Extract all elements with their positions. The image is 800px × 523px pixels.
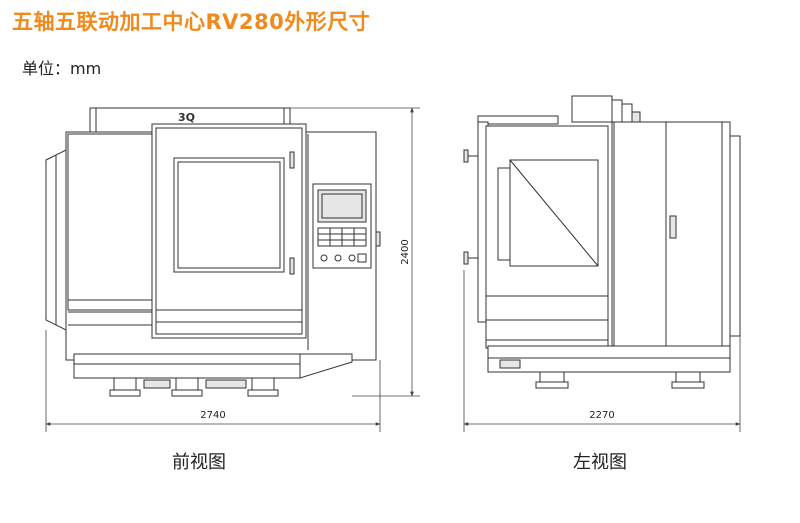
unit-label: 单位：mm	[22, 59, 102, 78]
brand-logo-text: 3Q	[178, 111, 195, 124]
front-height-value: 2400	[400, 239, 411, 264]
front-height-dimension: 2400	[290, 107, 420, 397]
front-view-machine: 3Q	[45, 107, 381, 397]
page-title: 五轴五联动加工中心RV280外形尺寸	[12, 10, 371, 34]
left-view-machine	[463, 95, 741, 389]
left-width-dimension: 2270	[463, 270, 741, 432]
front-view-caption: 前视图	[172, 452, 226, 473]
front-width-value: 2740	[200, 410, 225, 421]
left-width-value: 2270	[589, 410, 614, 421]
control-keypad	[317, 227, 367, 263]
left-view-caption: 左视图	[573, 452, 627, 473]
